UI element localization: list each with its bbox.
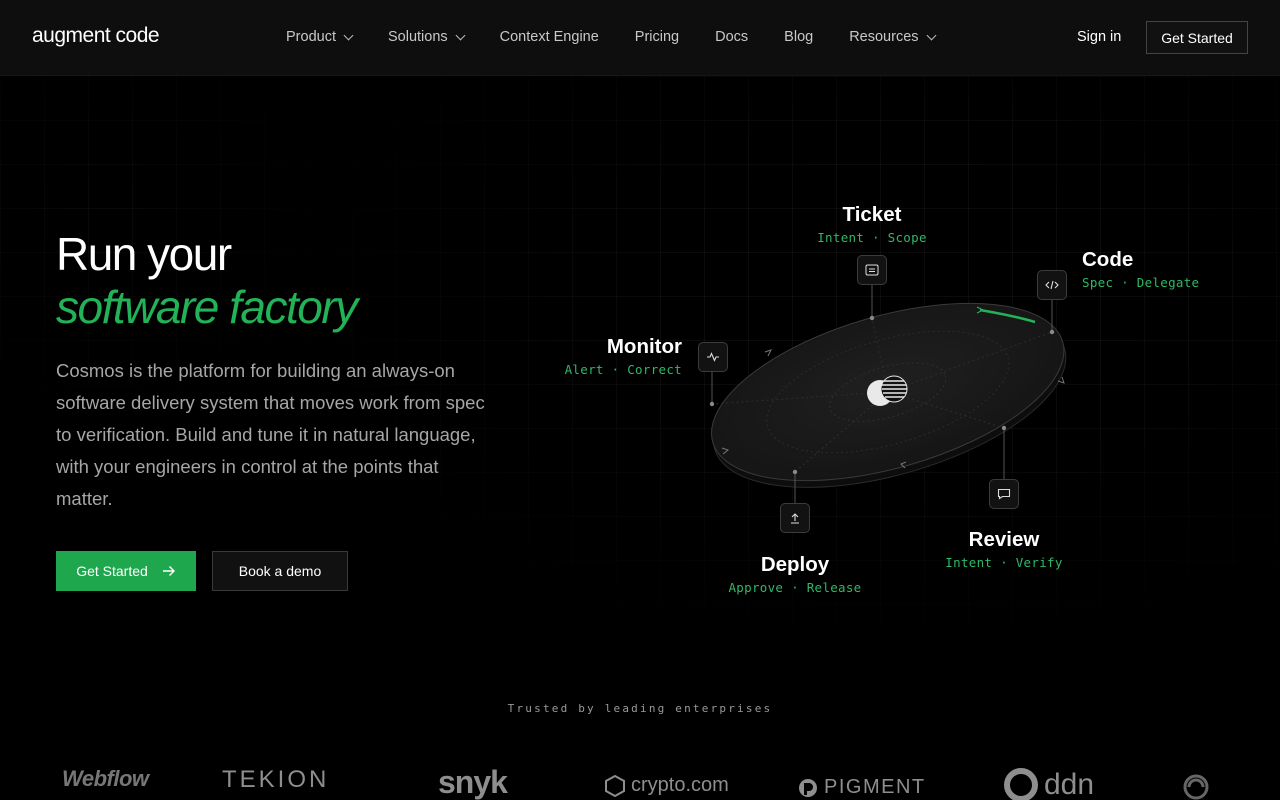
nav-item-docs[interactable]: Docs: [715, 29, 748, 45]
nav-item-label: Docs: [715, 29, 749, 45]
nav-item-resources[interactable]: Resources: [849, 29, 936, 45]
nav-item-label: Pricing: [634, 29, 680, 45]
nav-item-label: Resources: [849, 29, 919, 45]
stage-monitor: Monitor Alert · Correct: [552, 335, 682, 377]
nav-item-label: Product: [286, 29, 336, 45]
customer-logos: Webflow TEKION snyk crypto.com PIGMENT d…: [0, 764, 1280, 800]
logo-ddn: ddn: [1004, 768, 1094, 800]
stage-subtitle: Intent · Scope: [817, 230, 927, 245]
stage-ticket: Ticket Intent · Scope: [802, 203, 942, 245]
ddn-logo-icon: [1004, 768, 1038, 800]
stage-name: Deploy: [760, 553, 830, 576]
stage-review: Review Intent · Verify: [934, 528, 1074, 570]
partial-logo-icon: [1183, 774, 1209, 800]
nav-item-pricing[interactable]: Pricing: [635, 29, 679, 45]
logo-crypto: crypto.com: [605, 774, 729, 797]
code-icon: [1045, 280, 1059, 290]
chat-icon: [997, 488, 1011, 500]
logo-partial: [1183, 774, 1209, 800]
nav-links: Product Solutions Context Engine Pricing…: [286, 29, 971, 45]
hero-title-line2: software factory: [56, 281, 358, 333]
brand-logo[interactable]: augment code: [32, 24, 160, 47]
crypto-logo-icon: [605, 774, 625, 797]
upload-icon: [791, 513, 799, 524]
nav-get-started-button[interactable]: Get Started: [1146, 21, 1248, 54]
logo-tekion: TEKION: [222, 766, 329, 794]
stage-subtitle: Spec · Delegate: [1082, 275, 1200, 290]
hero-title: Run your software factory: [56, 228, 358, 334]
brand-name: ddn: [1044, 768, 1095, 800]
stage-subtitle: Approve · Release: [728, 580, 862, 595]
stage-subtitle: Alert · Correct: [564, 362, 682, 377]
get-started-label: Get Started: [76, 563, 148, 579]
chevron-down-icon: [455, 30, 466, 40]
cosmos-logo-icon: [867, 375, 908, 406]
book-demo-button[interactable]: Book a demo: [212, 551, 348, 591]
nav-item-label: Context Engine: [499, 29, 599, 45]
logo-pigment: PIGMENT: [798, 776, 926, 799]
review-node[interactable]: [989, 479, 1019, 509]
chevron-down-icon: [343, 30, 354, 40]
factory-diagram: Ticket Intent · Scope Code Spec · Delega…: [540, 180, 1260, 620]
stage-name: Monitor: [606, 335, 682, 358]
brand-name: TEKION: [222, 766, 330, 793]
pigment-logo-icon: [799, 778, 817, 797]
nav-item-product[interactable]: Product: [286, 29, 354, 45]
nav-item-blog[interactable]: Blog: [784, 29, 813, 45]
nav-item-solutions[interactable]: Solutions: [387, 29, 466, 45]
trusted-heading: Trusted by leading enterprises: [507, 702, 773, 715]
stage-name: Code: [1082, 248, 1134, 271]
nav-item-label: Blog: [784, 29, 814, 45]
orbit-disc: [709, 284, 1067, 504]
top-nav: augment code Product Solutions Context E…: [0, 0, 1280, 76]
pulse-icon: [707, 352, 719, 362]
chevron-down-icon: [926, 30, 936, 40]
brand-name: crypto.com: [631, 774, 729, 796]
hero-description: Cosmos is the platform for building an a…: [56, 360, 485, 509]
hero-title-line1: Run your: [56, 228, 232, 280]
sign-in-link[interactable]: Sign in: [1077, 29, 1122, 45]
stage-subtitle: Intent · Verify: [945, 555, 1063, 570]
brand-name: Webflow: [62, 766, 149, 791]
ticket-icon: [865, 264, 879, 276]
deploy-node[interactable]: [780, 503, 810, 533]
brand-name: PIGMENT: [824, 776, 926, 798]
stage-name: Ticket: [842, 203, 902, 226]
logo-webflow: Webflow: [62, 766, 149, 792]
stage-deploy: Deploy Approve · Release: [715, 553, 875, 595]
code-node[interactable]: [1037, 270, 1067, 300]
nav-item-context-engine[interactable]: Context Engine: [500, 29, 599, 45]
monitor-node[interactable]: [698, 342, 728, 372]
get-started-button[interactable]: Get Started: [56, 551, 196, 591]
arrow-right-icon: [162, 566, 175, 576]
logo-snyk: snyk: [438, 764, 508, 800]
stage-code: Code Spec · Delegate: [1082, 248, 1199, 290]
stage-name: Review: [968, 528, 1040, 551]
brand-name: snyk: [438, 764, 508, 800]
ticket-node[interactable]: [857, 255, 887, 285]
nav-item-label: Solutions: [387, 29, 448, 45]
